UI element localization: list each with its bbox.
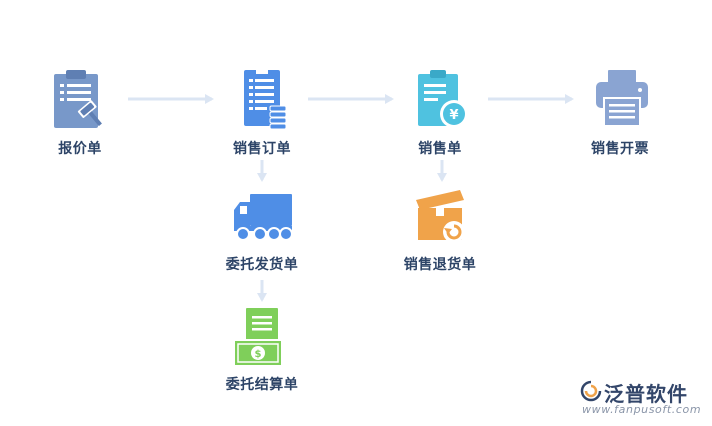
node-invoice-label: 销售开票 xyxy=(591,141,649,157)
money-bill-icon: $ xyxy=(233,308,283,367)
node-consign-delivery: 委托发货单 xyxy=(202,188,322,274)
node-sales-order-label: 销售订单 xyxy=(233,141,291,157)
svg-text:¥: ¥ xyxy=(449,108,458,123)
node-sales-return-label: 销售退货单 xyxy=(403,257,477,273)
node-consign-delivery-label: 委托发货单 xyxy=(225,257,299,273)
brand-url[interactable]: www.fanpusoft.com xyxy=(582,403,702,416)
clipboard-yen-icon: ¥ xyxy=(418,70,468,128)
delivery-truck-icon xyxy=(234,194,293,241)
node-sales-return: 销售退货单 xyxy=(380,188,500,274)
node-sales-order: 销售订单 xyxy=(202,68,322,158)
node-sales-slip: ¥ 销售单 xyxy=(380,68,500,158)
svg-text:$: $ xyxy=(255,349,262,360)
node-sales-slip-label: 销售单 xyxy=(418,141,462,157)
printer-icon xyxy=(596,70,648,127)
clipboard-gavel-icon xyxy=(54,70,102,128)
node-invoice: 销售开票 xyxy=(560,68,680,158)
node-consign-settle: $ 委托结算单 xyxy=(202,308,322,394)
return-box-icon xyxy=(416,190,465,243)
node-consign-settle-label: 委托结算单 xyxy=(225,377,299,393)
node-quote-label: 报价单 xyxy=(58,141,102,157)
document-coins-icon xyxy=(244,70,287,130)
node-quote: 报价单 xyxy=(20,68,140,158)
brand-logo-icon xyxy=(580,380,602,402)
brand-watermark: 泛普软件 www.fanpusoft.com xyxy=(580,378,706,418)
brand-name: 泛普软件 xyxy=(604,382,688,406)
